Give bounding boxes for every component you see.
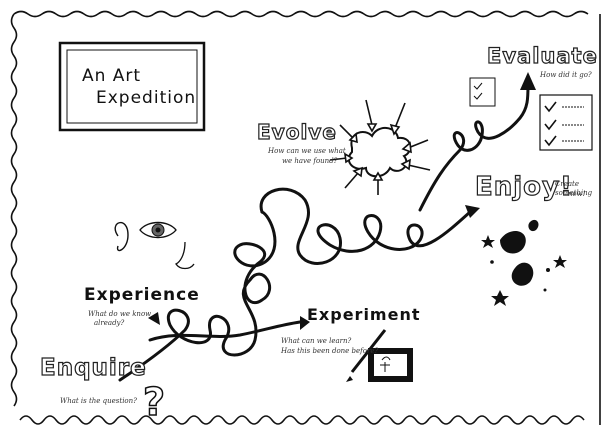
stage-enjoy-label: Enjoy! bbox=[474, 171, 573, 202]
stage-experiment-note-1: What can we learn? bbox=[281, 337, 352, 345]
stage-experience-label: Experience bbox=[84, 285, 200, 305]
stage-experiment-note-2: Has this been done before? bbox=[281, 347, 379, 355]
stage-experience-note-1: What do we know bbox=[88, 310, 152, 318]
checklist-icon bbox=[469, 77, 593, 151]
stage-experiment-label: Experiment bbox=[307, 305, 421, 324]
nose-icon bbox=[175, 241, 195, 270]
path-arrowheads bbox=[148, 72, 536, 330]
stage-evolve-note-1: How can we use what bbox=[268, 147, 346, 155]
stage-evaluate-label: Evaluate bbox=[486, 43, 598, 68]
question-mark-icon: ? bbox=[142, 379, 166, 425]
stage-enjoy-note-1: Create something bbox=[555, 180, 593, 197]
eye-icon bbox=[139, 221, 177, 239]
stage-enquire-note: What is the question? bbox=[60, 397, 137, 405]
stage-experience-note-2: already? bbox=[94, 319, 125, 327]
wavy-border bbox=[10, 10, 601, 425]
stage-enquire-label: Enquire bbox=[39, 354, 147, 381]
title-frame bbox=[58, 41, 206, 132]
journey-path bbox=[118, 83, 530, 382]
svg-text:?: ? bbox=[143, 380, 165, 424]
title-line-2: Expedition bbox=[96, 88, 197, 108]
stage-evaluate-note: How did it go? bbox=[540, 71, 592, 79]
stage-evolve-label: Evolve bbox=[256, 119, 337, 144]
cloud-arrows bbox=[329, 99, 431, 195]
cloud-icon bbox=[347, 127, 412, 178]
paint-splash-icon bbox=[481, 219, 567, 306]
stage-evolve-note-2: we have found? bbox=[282, 157, 338, 165]
title-line-1: An Art bbox=[82, 66, 142, 86]
stage-enjoy-note-2: new! bbox=[568, 190, 586, 198]
ear-icon bbox=[114, 222, 129, 252]
picture-frame-icon bbox=[368, 348, 413, 382]
